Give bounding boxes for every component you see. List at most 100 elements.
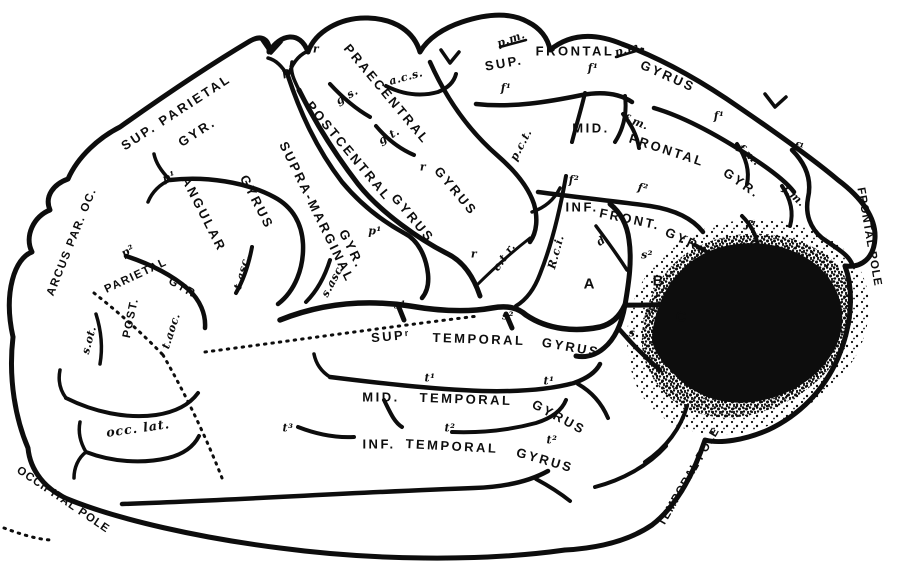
sot-line [94, 312, 104, 366]
top-fork-mark-1 [260, 38, 283, 55]
sulcus-tasc: t.asc. [231, 253, 253, 291]
inf-temporal-long-line [119, 468, 551, 507]
sup-temporal-sulcus-branch [576, 382, 610, 420]
postcentral-sulcus-fork-b [286, 50, 308, 78]
frontal-pole-label: FRONTAL POLE [854, 186, 884, 288]
inf-front-gyr-word1: INF. [565, 199, 599, 215]
sulcus-f2-2: f² [636, 180, 650, 196]
angular-fork-a [152, 152, 172, 182]
fm3-line [780, 184, 794, 228]
inf-frontal-sulcus [535, 189, 706, 235]
sulcus-t1-2: t¹ [543, 374, 555, 388]
sulcus-t2-2: t² [546, 433, 558, 447]
sulcus-p1-2: p¹ [368, 224, 382, 238]
sulcus-taoc: t.aoc. [159, 311, 183, 351]
postcentral-gyrus-word2: GYRUS [388, 190, 438, 246]
outline-dorsal [6, 12, 878, 340]
pm-underline-2 [614, 47, 645, 59]
occ-lower-line [84, 434, 201, 464]
sulcus-s1-post: s¹ [393, 298, 407, 312]
mid-temporal-gyrus-word2: TEMPORAL [419, 389, 513, 409]
occ-lower-fork-b [72, 450, 88, 480]
sulcus-f1-1: f¹ [500, 81, 512, 95]
dotted-parieto-occipital-2 [161, 353, 224, 480]
region-A-label: A [583, 275, 595, 293]
fm2-line [735, 142, 750, 186]
sasc-line [304, 258, 332, 304]
praecentral-gyrus-word2: GYRUS [431, 163, 481, 219]
sulcus-fm-2: f.m. [735, 141, 763, 169]
sulcus-p1-3: p¹ [160, 168, 178, 186]
sup-parietal-gyr-line2: GYR. [175, 114, 219, 150]
sulcus-p1-1: p¹ [279, 62, 297, 80]
sup-frontal-sulcus-seg2 [651, 105, 797, 195]
sup-temporal-gyrus-word3: GYRUS [540, 334, 602, 360]
sulcus-pct: p.c.t. [507, 126, 535, 164]
sulcus-t3-1: t³ [282, 421, 294, 435]
sulcus-s2-ant: s² [640, 248, 654, 262]
inf-front-gyr-word2: FRONT. [598, 205, 662, 233]
inf-temporal-gyrus-word3: GYRUS [514, 444, 576, 476]
sulcus-gs: g.s. [333, 84, 361, 108]
dotted-parieto-occipital-1 [92, 291, 165, 357]
angular-gyrus-word2: GYRUS [236, 172, 278, 232]
sulcus-t1-1: t¹ [424, 371, 436, 385]
central-sulcus [296, 87, 483, 299]
supramarginal-gyr-word1: SUPRA-MARGINAL [276, 139, 358, 285]
inf-temporal-gyrus-word2: TEMPORAL [405, 436, 499, 456]
region-C-label: C [675, 308, 687, 326]
sup-temporal-gyrus-word2: TEMPORAL [432, 329, 526, 349]
post-parietal-curve [123, 253, 208, 331]
mid-temporal-gyrus-word1: MID. [362, 389, 400, 405]
inf-temporal-branch [534, 477, 572, 503]
postcentral-sulcus-fork-a [266, 56, 290, 78]
sulci-and-outline-layer [2, 12, 878, 561]
mid-temporal-sulcus-main [450, 398, 568, 435]
sylvian-spike-1 [395, 302, 407, 323]
mid-temporal-gyrus-word3: GYRUS [529, 396, 589, 438]
sulcus-fm-1: f.m. [621, 111, 651, 133]
d-line [594, 224, 629, 272]
gs-line [328, 82, 372, 119]
sulcus-s1-ant: s¹ [644, 304, 658, 318]
sup-parietal-gyr-line1: SUP. PARIETAL [118, 70, 234, 154]
sulcus-pm-2: p.m. [613, 38, 645, 60]
postcentral-sulcus [285, 73, 431, 301]
inf-temporal-gyrus-word1: INF. [362, 436, 396, 452]
mid-frontal-gyr-word3: GYR. [720, 164, 764, 202]
sulcus-pm-1: p.m. [495, 27, 527, 51]
precentral-sulcus [427, 59, 539, 245]
angular-gyrus-word1: ANGULAR [178, 173, 230, 255]
top-fork-mark-2 [439, 48, 461, 65]
temporal-pole-label: TEMPORAL POLE [655, 425, 723, 529]
post-parietal-gyr-word1: POST. [120, 296, 142, 340]
sulcus-s-stem: s [628, 326, 636, 340]
inf-temporal-sulcus-short [296, 425, 356, 440]
sulcus-fm-3: f.m. [780, 182, 808, 210]
sulcus-r-2: r [419, 160, 427, 174]
angular-fork-b [146, 178, 172, 204]
sup-temporal-sulcus-curl [312, 352, 332, 379]
top-fork-mark-3 [763, 92, 788, 109]
sulcus-f1-5: f¹ [744, 217, 758, 233]
mid-temporal-sulcus-left [382, 398, 404, 429]
sup-temporal-gyrus-word1: SUPʳ [370, 326, 412, 346]
sulcus-occ-lat: occ. lat. [105, 416, 171, 440]
angular-enclosing-curve [167, 176, 306, 307]
gt-line [374, 124, 416, 157]
sylvian-fissure [277, 300, 628, 333]
sulcus-ctr: c.t.r. [489, 240, 519, 274]
pm-underline-1 [498, 38, 528, 49]
sulcus-f1-4: f¹ [792, 139, 806, 155]
sulcus-d: d [593, 233, 609, 249]
sylvian-spike-2 [503, 311, 515, 331]
sup-frontal-gyrus-word3: GYRUS [638, 57, 698, 95]
tasc-line [234, 245, 254, 295]
region-B-label: B [652, 272, 664, 290]
inf-front-gyr-word3: GYR. [662, 224, 708, 256]
pole-shading-core [652, 243, 843, 403]
rci-line [514, 174, 568, 308]
sylvian-stem-a [573, 302, 628, 360]
